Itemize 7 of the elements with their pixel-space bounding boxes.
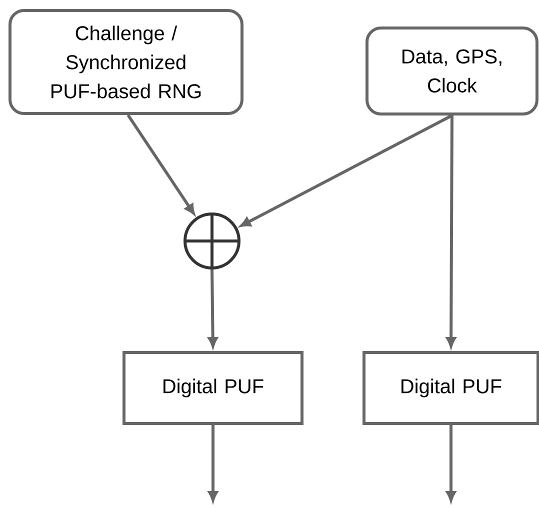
arrow <box>126 114 195 214</box>
input-box: Data, GPS, Clock <box>366 26 538 116</box>
arrow <box>240 114 453 227</box>
process-box: Digital PUF <box>122 350 304 425</box>
input-box: Challenge / Synchronized PUF-based RNG <box>8 9 244 115</box>
xor-symbol <box>184 212 240 270</box>
process-box: Digital PUF <box>362 350 539 425</box>
